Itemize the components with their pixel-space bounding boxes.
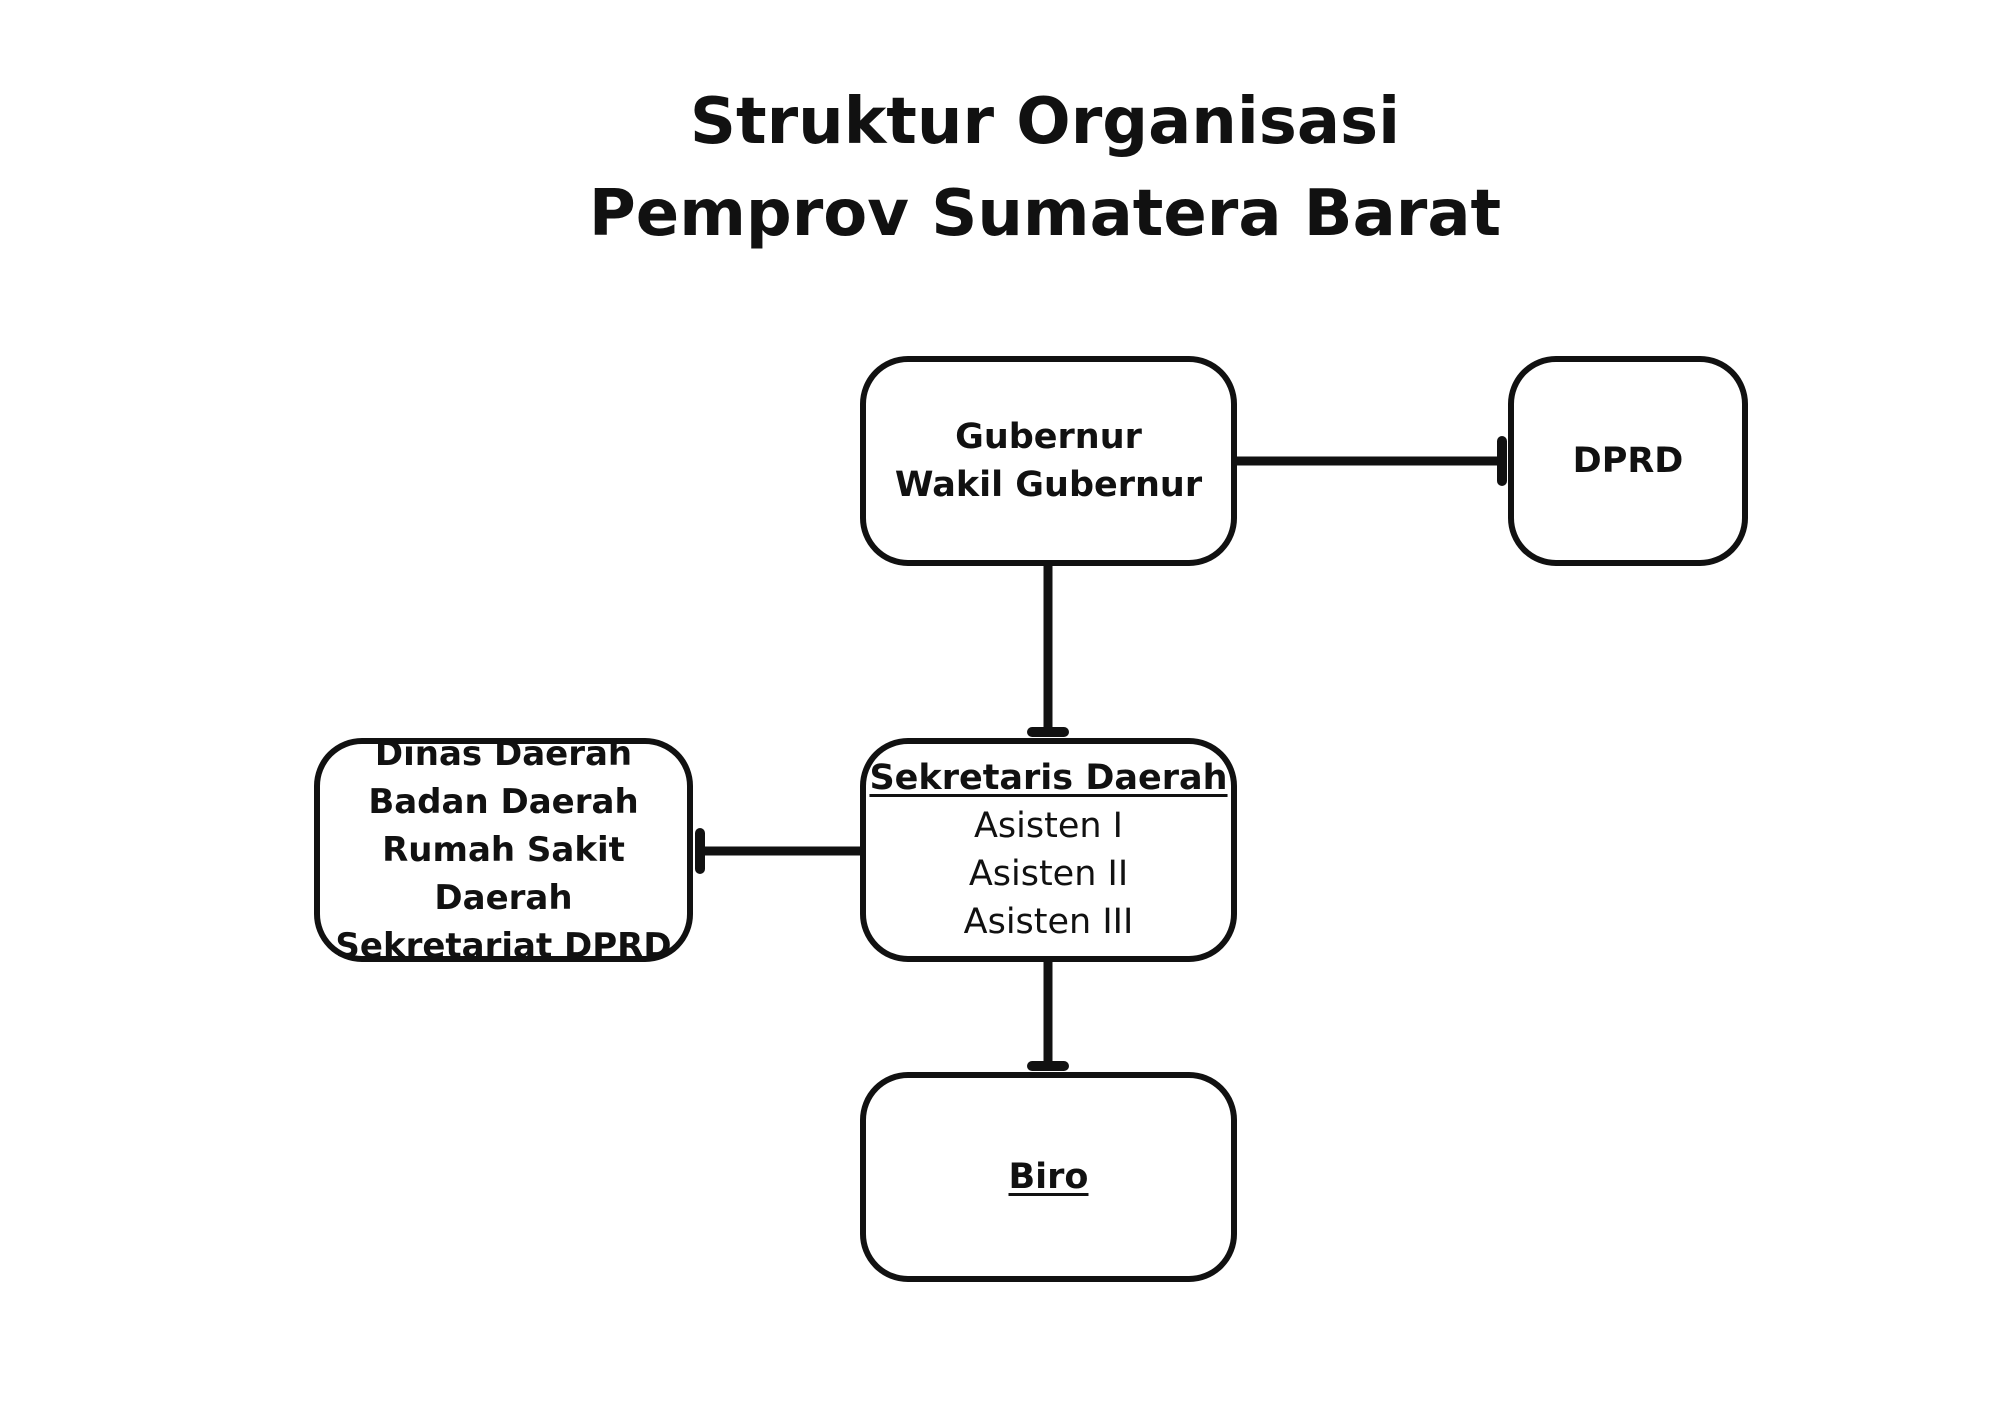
node-gubernur-line: Gubernur bbox=[955, 417, 1142, 457]
node-sekretaris-daerah-heading: Sekretaris Daerah bbox=[869, 758, 1228, 798]
node-asisten-2: Asisten II bbox=[968, 854, 1129, 894]
edge-sekda-perangkat bbox=[695, 828, 860, 874]
node-sekretariat-dprd: Sekretariat DPRD bbox=[335, 926, 672, 966]
node-asisten-1: Asisten I bbox=[973, 806, 1124, 846]
node-gubernur: Gubernur Wakil Gubernur bbox=[860, 356, 1237, 566]
node-biro: Biro bbox=[860, 1072, 1237, 1282]
node-perangkat-daerah: Dinas Daerah Badan Daerah Rumah Sakit Da… bbox=[314, 734, 693, 966]
diagram-title: Struktur Organisasi Pemprov Sumatera Bar… bbox=[0, 76, 2000, 260]
node-wakil-gubernur-line: Wakil Gubernur bbox=[894, 465, 1203, 505]
node-dinas-daerah: Dinas Daerah bbox=[374, 734, 633, 774]
node-sekretaris-daerah: Sekretaris Daerah Asisten I Asisten II A… bbox=[860, 738, 1237, 962]
node-asisten-3: Asisten III bbox=[963, 902, 1134, 942]
title-line-1: Struktur Organisasi bbox=[689, 85, 1401, 159]
edge-gubernur-dprd bbox=[1237, 436, 1507, 486]
node-dprd: DPRD bbox=[1508, 356, 1748, 566]
node-dprd-label: DPRD bbox=[1572, 441, 1684, 481]
edge-gubernur-sekda bbox=[1027, 566, 1069, 737]
node-biro-heading: Biro bbox=[1008, 1157, 1089, 1197]
node-rumah-sakit-daerah: Rumah Sakit Daerah bbox=[382, 830, 625, 918]
node-badan-daerah: Badan Daerah bbox=[368, 782, 639, 822]
edge-sekda-biro bbox=[1027, 962, 1069, 1071]
title-line-2: Pemprov Sumatera Barat bbox=[588, 177, 1502, 251]
